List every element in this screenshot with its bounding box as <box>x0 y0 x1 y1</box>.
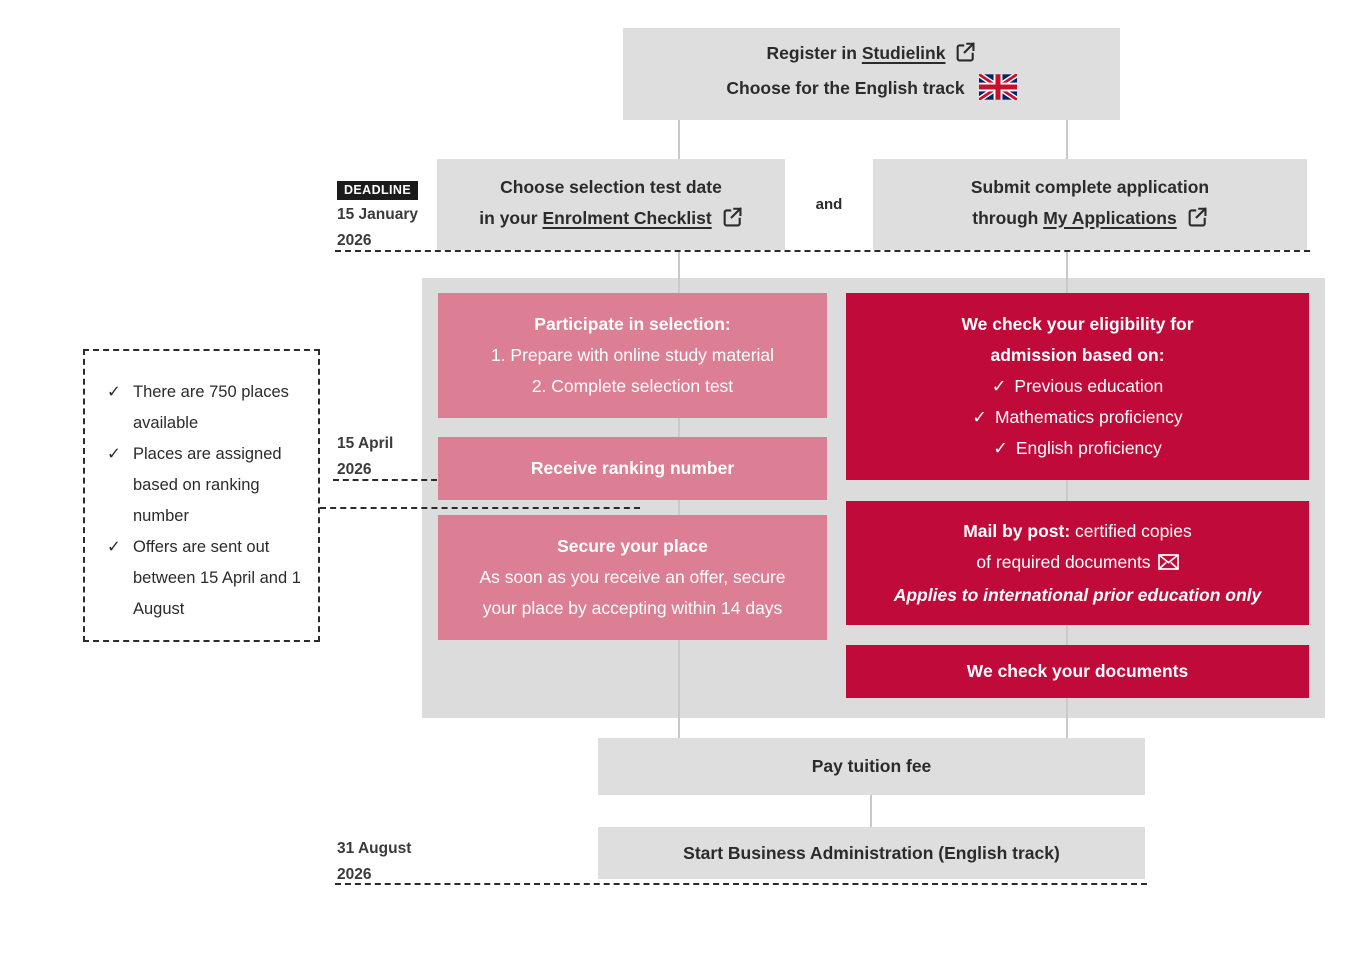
choose-test-line2: in your Enrolment Checklist <box>479 203 742 238</box>
august-date-line1: 31 August <box>337 840 412 857</box>
note-item-text: Offers are sent out between 15 April and… <box>133 538 301 618</box>
april-date-line2: 2026 <box>337 461 372 478</box>
mail-line2: of required documents <box>976 547 1179 580</box>
note-item-text: There are 750 places available <box>133 383 289 432</box>
submit-application-box: Submit complete application through My A… <box>873 159 1307 250</box>
eligibility-item: ✓ English proficiency <box>993 433 1162 464</box>
selection-info-note: ✓ There are 750 places available ✓ Places … <box>83 349 320 642</box>
participate-selection-box: Participate in selection: 1. Prepare wit… <box>438 293 827 418</box>
secure-line1: As soon as you receive an offer, secure <box>479 567 786 587</box>
note-item-text: Places are assigned based on ranking num… <box>133 445 282 525</box>
mail-by-post-box: Mail by post: certified copies of requir… <box>846 501 1309 625</box>
note-item: ✓ Places are assigned based on ranking nu… <box>107 439 310 532</box>
april-date-line1: 15 April <box>337 435 394 452</box>
deadline-dash-line <box>335 250 1310 252</box>
connector-left-column <box>678 120 680 738</box>
register-line: Register in Studielink <box>767 38 977 73</box>
choose-track-line: Choose for the English track <box>726 71 1019 110</box>
register-studielink-box: Register in Studielink Choose for the En… <box>623 28 1120 120</box>
start-programme-box: Start Business Administration (English t… <box>598 827 1145 879</box>
mail-rest: certified copies <box>1070 520 1192 541</box>
submit-line1: Submit complete application <box>970 176 1210 197</box>
choose-test-line1: Choose selection test date <box>500 176 722 197</box>
check-icon: ✓ <box>107 383 121 401</box>
deadline-date-label: 15 January 2026 <box>337 202 418 254</box>
eligibility-title-line1: We check your eligibility for <box>961 314 1194 334</box>
pay-tuition-box: Pay tuition fee <box>598 738 1145 795</box>
choose-track-text: Choose for the English track <box>726 78 965 98</box>
ranking-number-box: Receive ranking number <box>438 437 827 500</box>
start-programme-title: Start Business Administration (English t… <box>683 842 1060 863</box>
mail-line2-text: of required documents <box>976 551 1151 572</box>
note-item: ✓ Offers are sent out between 15 April an… <box>107 532 310 625</box>
eligibility-check-box: We check your eligibility for admission … <box>846 293 1309 480</box>
participate-step2: 2. Complete selection test <box>531 376 734 396</box>
enrolment-checklist-link[interactable]: Enrolment Checklist <box>542 207 712 228</box>
secure-title: Secure your place <box>557 536 708 556</box>
check-icon: ✓ <box>972 407 987 427</box>
mail-bold: Mail by post: <box>963 520 1071 541</box>
external-link-icon[interactable] <box>1186 206 1208 238</box>
pay-tuition-title: Pay tuition fee <box>811 756 932 776</box>
secure-line2: your place by accepting within 14 days <box>482 598 783 618</box>
deadline-date-line1: 15 January <box>337 206 418 223</box>
connector-pay-to-start <box>870 795 872 827</box>
my-applications-link[interactable]: My Applications <box>1043 207 1177 228</box>
choose-test-prefix: in your <box>479 207 543 228</box>
external-link-icon[interactable] <box>954 41 976 73</box>
august-date-line2: 2026 <box>337 866 372 883</box>
submit-line2: through My Applications <box>972 203 1208 238</box>
eligibility-item: ✓ Mathematics proficiency <box>972 402 1182 433</box>
check-icon: ✓ <box>107 538 121 556</box>
choose-test-date-box: Choose selection test date in your Enrol… <box>437 159 785 250</box>
bottom-dash-line <box>335 883 1147 885</box>
eligibility-item-text: Mathematics proficiency <box>994 407 1183 427</box>
annotation-connector-dash <box>320 507 640 509</box>
check-icon: ✓ <box>993 438 1008 458</box>
eligibility-item-text: Previous education <box>1014 376 1164 396</box>
ranking-title: Receive ranking number <box>530 458 735 478</box>
april-date-label: 15 April 2026 <box>337 431 393 483</box>
uk-flag-icon <box>977 71 1019 110</box>
submit-prefix: through <box>972 207 1044 228</box>
register-prefix: Register in <box>766 43 862 63</box>
documents-check-title: We check your documents <box>966 661 1189 681</box>
deadline-date-line2: 2026 <box>337 232 372 249</box>
note-item: ✓ There are 750 places available <box>107 377 310 439</box>
eligibility-item: ✓ Previous education <box>992 371 1164 402</box>
participate-step1: 1. Prepare with online study material <box>490 345 775 365</box>
eligibility-title-line2: admission based on: <box>990 345 1165 365</box>
envelope-icon <box>1157 549 1179 580</box>
eligibility-item-text: English proficiency <box>1015 438 1162 458</box>
documents-check-box: We check your documents <box>846 645 1309 698</box>
and-connector-label: and <box>815 196 843 213</box>
april-dash-line <box>333 479 437 481</box>
secure-place-box: Secure your place As soon as you receive… <box>438 515 827 640</box>
mail-line1: Mail by post: certified copies <box>963 516 1192 547</box>
external-link-icon[interactable] <box>721 206 743 238</box>
check-icon: ✓ <box>991 376 1007 396</box>
deadline-badge: DEADLINE <box>337 181 419 200</box>
participate-title: Participate in selection: <box>534 314 731 334</box>
studielink-link[interactable]: Studielink <box>861 43 946 63</box>
august-date-label: 31 August 2026 <box>337 836 411 888</box>
check-icon: ✓ <box>107 445 121 463</box>
mail-note: Applies to international prior education… <box>893 584 1262 605</box>
